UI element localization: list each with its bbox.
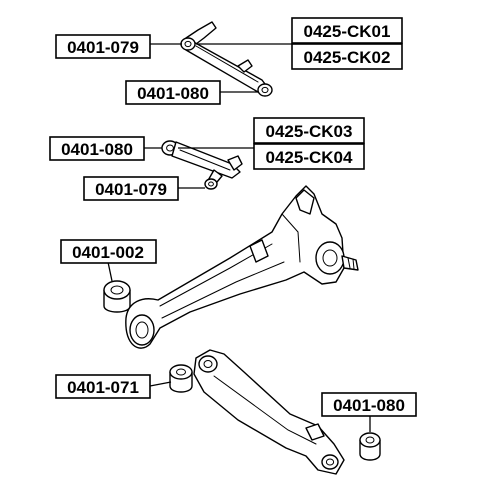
label-text: 0401-079: [67, 38, 139, 57]
label-text: 0401-071: [67, 378, 139, 397]
upper-arm-2: [161, 140, 243, 190]
leader-lines: [107, 43, 371, 432]
upper-arm-1: [180, 21, 273, 97]
label-ck03: 0425-CK03: [253, 117, 365, 144]
label-mid-079: 0401-079: [83, 176, 179, 201]
label-text: 0425-CK02: [304, 48, 391, 67]
label-text: 0401-079: [95, 180, 167, 199]
label-mid-080: 0401-080: [49, 136, 145, 161]
lower-arm: [193, 349, 345, 475]
bushing-080-bottom: [359, 432, 381, 461]
label-text: 0401-002: [72, 243, 144, 262]
bushing-071: [169, 364, 193, 393]
label-text: 0401-080: [137, 84, 209, 103]
label-ck01: 0425-CK01: [291, 17, 403, 44]
label-top-079: 0401-079: [55, 34, 151, 59]
label-071: 0401-071: [55, 374, 151, 399]
label-text: 0425-CK01: [304, 22, 391, 41]
bushing-002: [103, 280, 131, 313]
label-ck02: 0425-CK02: [291, 43, 403, 70]
label-text: 0425-CK04: [266, 148, 353, 167]
label-top-080: 0401-080: [125, 80, 221, 105]
trailing-arm: [125, 185, 359, 349]
label-text: 0401-080: [333, 396, 405, 415]
label-002: 0401-002: [60, 239, 157, 264]
label-text: 0425-CK03: [266, 122, 353, 141]
label-ck04: 0425-CK04: [253, 143, 365, 170]
label-text: 0401-080: [61, 140, 133, 159]
label-bottom-080: 0401-080: [321, 392, 417, 417]
